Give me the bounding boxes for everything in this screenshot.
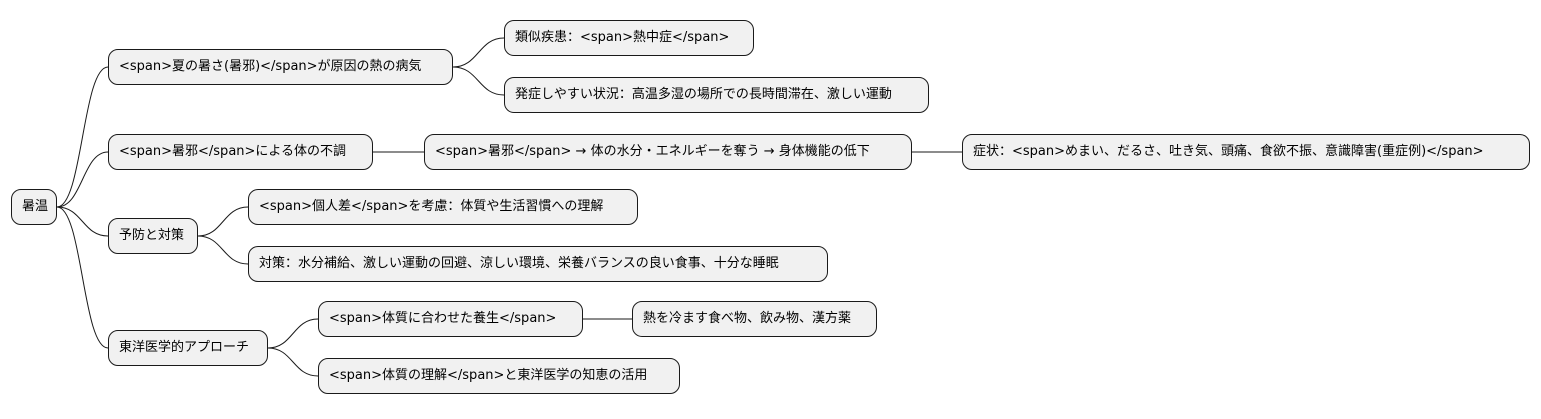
leaf-individual-differences: <span>個人差</span>を考慮：体質や生活習慣への理解 [248, 189, 638, 225]
branch-eastern-medicine: 東洋医学的アプローチ [108, 330, 268, 366]
root-node: 暑温 [11, 189, 57, 225]
connector-root-node-to-branch-heat-evil-disorder [56, 151, 109, 208]
leaf-symptoms: 症状：<span>めまい、だるさ、吐き気、頭痛、食欲不振、意識障害(重症例)</… [962, 134, 1530, 170]
node-constitution-care: <span>体質に合わせた養生</span> [318, 301, 583, 337]
leaf-cooling-foods: 熱を冷ます食べ物、飲み物、漢方薬 [632, 301, 877, 337]
connector-branch-prevention-to-leaf-individual-differences [197, 206, 249, 237]
connector-branch-summer-heat-cause-to-leaf-similar-disease [452, 37, 505, 68]
node-mechanism: <span>暑邪</span> → 体の水分・エネルギーを奪う → 身体機能の低… [424, 134, 912, 170]
connector-root-node-to-branch-eastern-medicine [56, 206, 109, 349]
branch-summer-heat-cause: <span>夏の暑さ(暑邪)</span>が原因の熱の病気 [108, 49, 453, 85]
leaf-constitution-understanding: <span>体質の理解</span>と東洋医学の知恵の活用 [318, 358, 680, 394]
branch-heat-evil-disorder: <span>暑邪</span>による体の不調 [108, 134, 373, 170]
branch-prevention: 予防と対策 [108, 218, 198, 254]
connector-branch-summer-heat-cause-to-leaf-onset-situations [452, 66, 505, 96]
connector-branch-prevention-to-leaf-countermeasures [197, 235, 249, 265]
connector-root-node-to-branch-summer-heat-cause [56, 66, 109, 208]
connector-root-node-to-branch-prevention [56, 206, 109, 237]
leaf-onset-situations: 発症しやすい状況：高温多湿の場所での長時間滞在、激しい運動 [504, 77, 929, 113]
leaf-countermeasures: 対策：水分補給、激しい運動の回避、涼しい環境、栄養バランスの良い食事、十分な睡眠 [248, 246, 828, 282]
connector-branch-eastern-medicine-to-node-constitution-care [267, 318, 319, 349]
leaf-similar-disease: 類似疾患：<span>熱中症</span> [504, 20, 754, 56]
connector-branch-eastern-medicine-to-leaf-constitution-understanding [267, 347, 319, 377]
